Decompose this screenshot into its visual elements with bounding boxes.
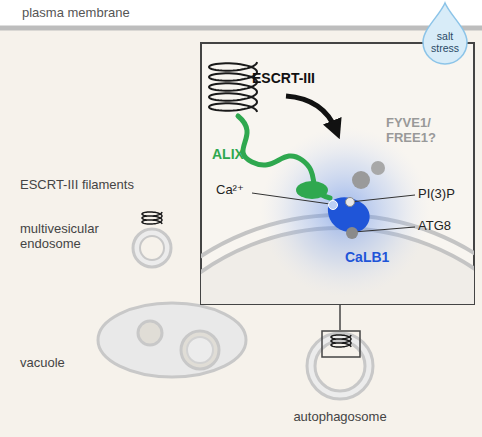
calb1-glow: [260, 127, 430, 297]
coil-group: [331, 335, 351, 347]
plasma-membrane-line: [0, 26, 482, 31]
vacuole-vesicle: [181, 331, 219, 369]
structure-label: multivesicular endosome: [20, 222, 120, 252]
structure-label: vacuole: [20, 356, 100, 371]
fyve1-protein: [352, 171, 370, 189]
calb1-protein: [328, 197, 370, 232]
ion-label: Ca²⁺: [216, 183, 266, 198]
node-label: salt stress: [420, 31, 470, 54]
autophagosome-inner: [315, 341, 365, 391]
membrane-label: plasma membrane: [22, 6, 182, 21]
vacuole-vesicle-inner: [187, 337, 213, 363]
atg8-protein: [346, 227, 358, 239]
protein-label: ATG8: [418, 219, 474, 234]
node-label: autophagosome: [290, 410, 390, 424]
escrt-coil: [209, 62, 257, 112]
endosome-inner: [140, 236, 164, 260]
alix-protein: [238, 116, 330, 198]
atg8-leader: [354, 227, 415, 232]
calcium-ion: [329, 201, 338, 210]
endosome-outer: [133, 229, 171, 267]
inset-leader: [339, 305, 341, 330]
protein-label: FYVE1/ FREE1?: [386, 116, 450, 146]
fyve1-protein: [371, 161, 385, 175]
lipid-label: PI(3)P: [418, 187, 474, 202]
autophagosome-node: autophagosome: [290, 320, 390, 432]
coil-group: [142, 62, 257, 224]
recruit-arrow: [286, 96, 336, 130]
ca-leader: [252, 193, 330, 204]
structure-label: ESCRT-III filaments: [20, 178, 160, 193]
protein-label: CaLB1: [345, 249, 415, 265]
pi3p-leader: [350, 195, 415, 202]
vacuole-shape: [98, 303, 246, 377]
escrt-coil: [331, 335, 351, 347]
autophagosome-outer: [307, 333, 373, 399]
vacuole-vesicle: [138, 321, 162, 345]
stress-droplet: salt stress: [420, 1, 470, 65]
protein-label: ALIX: [212, 146, 272, 162]
pi3p-lipid: [346, 198, 355, 207]
alix-domain: [296, 181, 328, 199]
escrt-coil: [142, 212, 162, 224]
protein-label: ESCRT-III: [252, 70, 342, 86]
zoom-box: [322, 331, 360, 357]
